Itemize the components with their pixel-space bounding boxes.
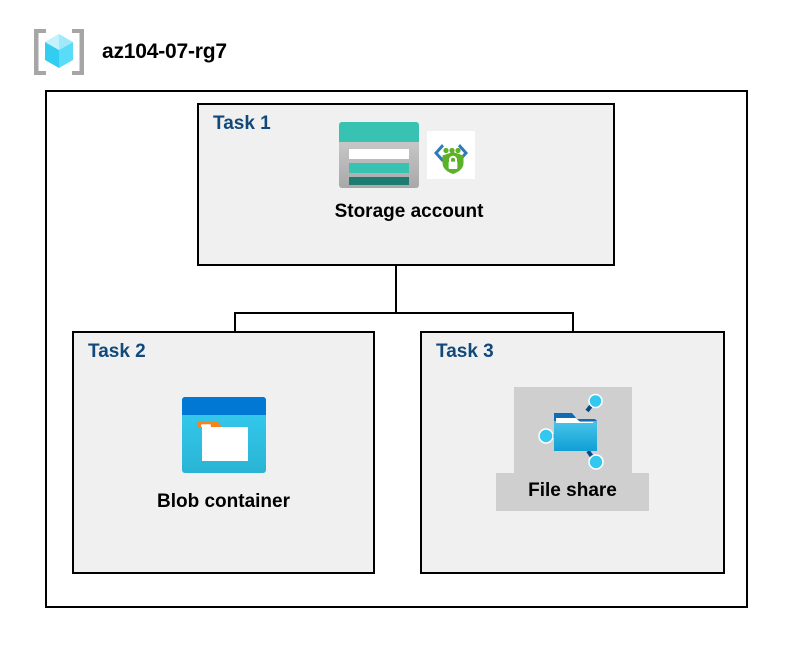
resource-group-cube-icon [30, 26, 88, 78]
node-blob-container: Blob container [74, 395, 373, 513]
task-panel-1: Task 1 [197, 103, 615, 266]
node-caption-file-share: File share [528, 480, 617, 501]
task-panel-2: Task 2 [72, 331, 375, 574]
file-share-icon [532, 391, 614, 473]
connector-horizontal-bus [234, 312, 574, 314]
resource-group-title: az104-07-rg7 [102, 40, 227, 63]
connector-storage-down [395, 266, 397, 314]
task-label-1: Task 1 [213, 113, 271, 134]
blob-container-icon [180, 395, 268, 475]
resource-group-header: az104-07-rg7 [30, 26, 227, 78]
task-panel-3: Task 3 [420, 331, 725, 574]
secure-endpoint-shield-icon [427, 131, 475, 179]
task-label-3: Task 3 [436, 341, 494, 362]
file-share-label-plate: File share [496, 473, 649, 511]
file-share-icon-plate [513, 387, 632, 475]
node-file-share: File share [422, 387, 723, 511]
node-caption-blob-container: Blob container [156, 491, 290, 512]
node-caption-storage-account: Storage account [334, 201, 484, 222]
storage-account-icon [337, 119, 421, 191]
task-label-2: Task 2 [88, 341, 146, 362]
node-storage-account: Storage account [199, 119, 613, 223]
